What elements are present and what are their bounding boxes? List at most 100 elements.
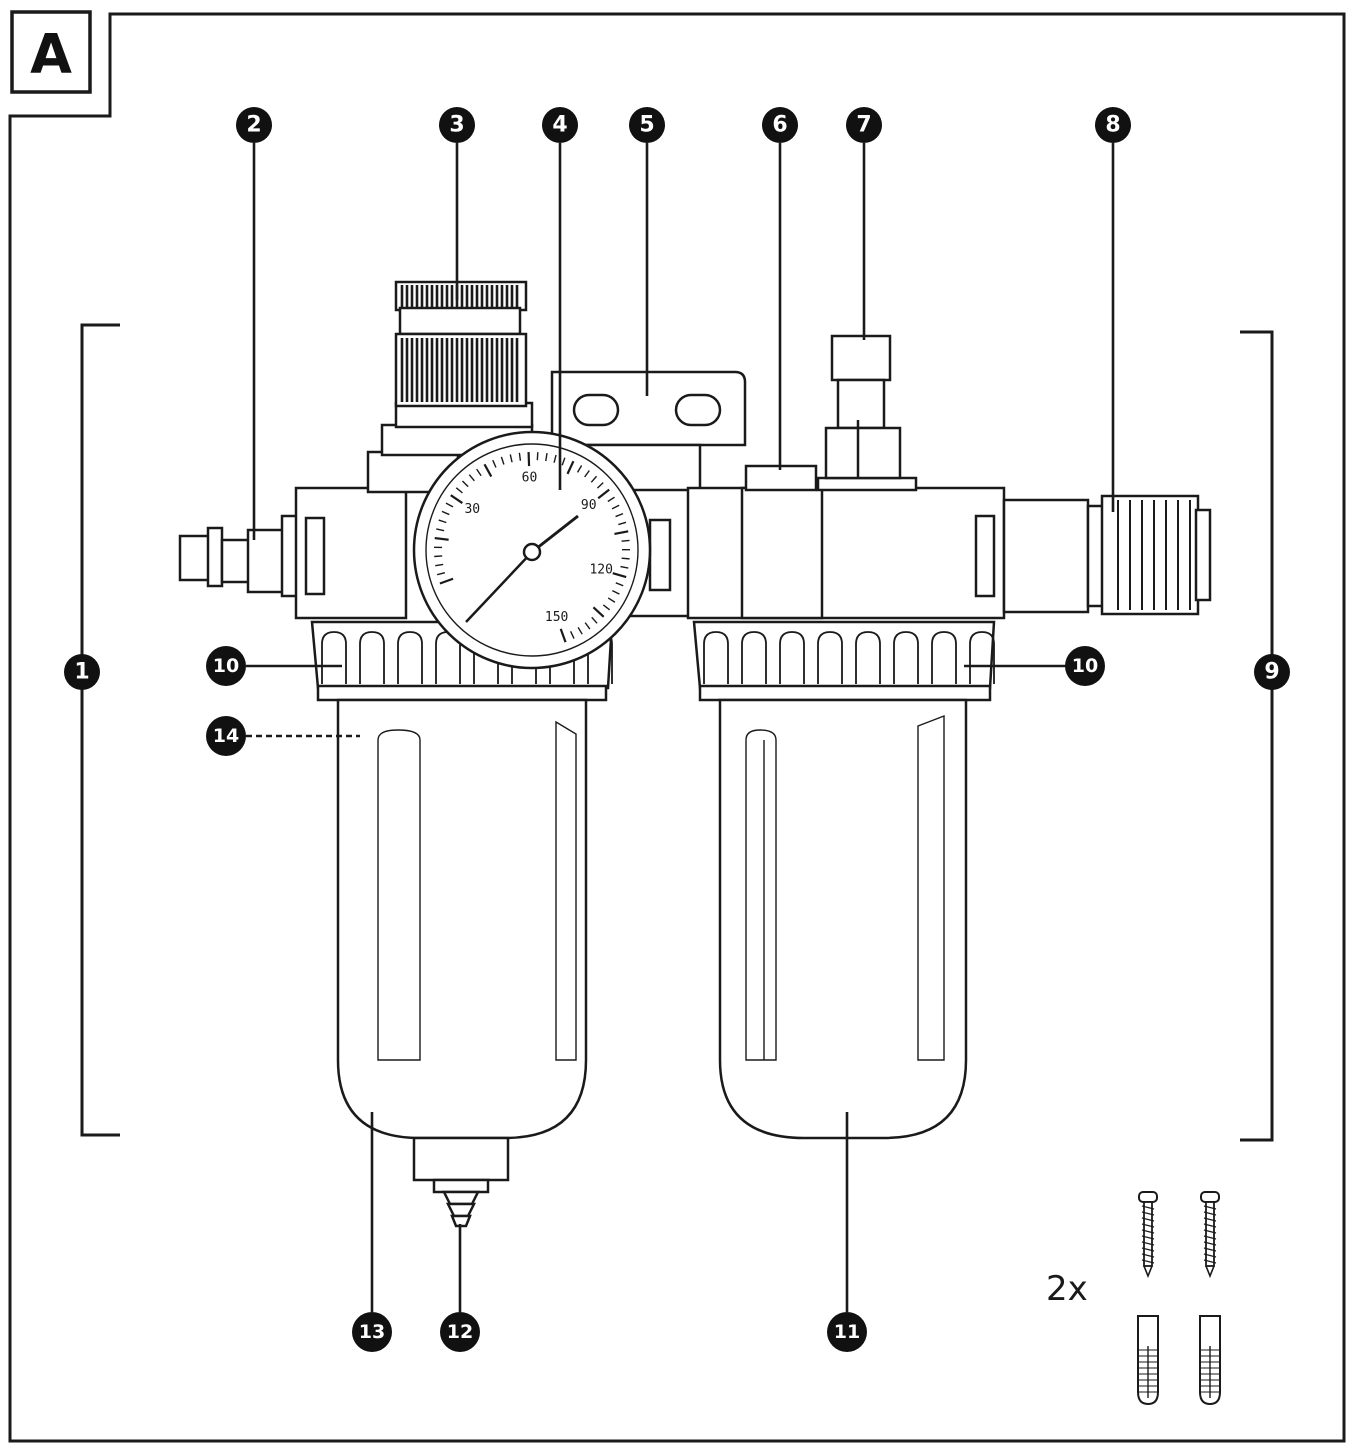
callout-14: 14 (206, 716, 246, 756)
gauge-tick (500, 456, 505, 465)
screw-thread (1141, 1253, 1155, 1258)
ring-rib (969, 631, 995, 684)
screw-thread (1141, 1211, 1155, 1216)
screw-thread (1141, 1235, 1155, 1240)
gauge-tick (621, 557, 630, 560)
ring-rib (703, 631, 729, 684)
callout-8: 8 (1095, 107, 1131, 143)
gauge-tick (436, 572, 446, 576)
figure-label-box (10, 10, 92, 94)
screw-tip (1205, 1265, 1215, 1279)
gauge-tick (584, 470, 590, 478)
leader-lines (246, 143, 1115, 1312)
gauge-tick (492, 459, 497, 468)
svg-text:14: 14 (213, 725, 239, 747)
gauge-tick (450, 494, 463, 504)
gauge-tick (559, 628, 567, 643)
callout-6: 6 (762, 107, 798, 143)
screw-thread (1203, 1253, 1217, 1258)
screw-thread (1141, 1205, 1155, 1210)
screw-head (1138, 1191, 1158, 1203)
gauge-tick (468, 474, 475, 482)
gauge-tick (436, 528, 445, 532)
filter-bowl-left (336, 698, 588, 1140)
gauge-scale-label: 30 (464, 502, 480, 517)
svg-text:10: 10 (1072, 655, 1098, 677)
oil-bowl-right (718, 698, 968, 1140)
svg-text:6: 6 (772, 113, 787, 138)
gauge-tick (545, 453, 548, 462)
quantity-label: 2x (1046, 1269, 1088, 1309)
callout-11: 11 (827, 1312, 867, 1352)
ring-rib (855, 631, 881, 684)
screw-thread (1203, 1241, 1217, 1246)
gauge-tick (618, 521, 627, 526)
svg-text:4: 4 (552, 113, 567, 138)
screw-thread (1203, 1205, 1217, 1210)
gauge-tick (614, 530, 629, 536)
screw-thread (1203, 1223, 1217, 1228)
gauge-tick (597, 488, 610, 500)
gauge-tick (612, 572, 627, 579)
gauge-tick (596, 482, 604, 489)
gauge-scale-label: 90 (581, 498, 597, 513)
adjustment-knob (394, 280, 528, 408)
callout-2: 2 (236, 107, 272, 143)
callout-9: 9 (1254, 654, 1290, 690)
screw-thread (1141, 1217, 1155, 1222)
svg-text:1: 1 (74, 660, 89, 685)
gauge-tick (615, 512, 624, 518)
svg-text:8: 8 (1105, 113, 1120, 138)
gauge-tick (611, 504, 620, 510)
gauge-tick (518, 452, 522, 461)
svg-text:11: 11 (834, 1321, 860, 1343)
callout-7: 7 (846, 107, 882, 143)
gauge-tick (577, 626, 583, 635)
gauge-tick (461, 480, 469, 488)
gauge-tick (439, 577, 454, 585)
gauge-scale-label: 150 (545, 610, 568, 625)
gauge-tick (561, 457, 566, 466)
screw-thread (1141, 1241, 1155, 1246)
ring-rib (397, 631, 423, 684)
svg-text:10: 10 (213, 655, 239, 677)
callout-10-left: 10 (206, 646, 246, 686)
oil-adjust-screw (824, 334, 902, 480)
svg-text:12: 12 (447, 1321, 473, 1343)
bracket-right (1240, 330, 1274, 1142)
ring-rib (321, 631, 347, 684)
gauge-tick (584, 622, 591, 630)
screw-tip (1143, 1265, 1153, 1279)
screw-thread (1141, 1223, 1155, 1228)
callout-12: 12 (440, 1312, 480, 1352)
gauge-tick (455, 487, 463, 494)
svg-text:5: 5 (639, 113, 654, 138)
screw-thread (1203, 1217, 1217, 1222)
lubricator-body (686, 464, 1006, 620)
ring-rib (359, 631, 385, 684)
gauge-tick (434, 555, 443, 558)
callout-3: 3 (439, 107, 475, 143)
gauge-tick (566, 460, 575, 475)
screw-thread (1141, 1229, 1155, 1234)
svg-text:13: 13 (359, 1321, 385, 1343)
screw-thread (1203, 1229, 1217, 1234)
gauge-tick (607, 597, 616, 603)
fixing-screws (1138, 1191, 1220, 1279)
gauge-tick (438, 519, 447, 524)
screw-thread (1203, 1247, 1217, 1252)
drain-valve (412, 1136, 510, 1228)
ring-rib (779, 631, 805, 684)
gauge-tick (483, 463, 493, 478)
gauge-tick (476, 468, 482, 477)
outlet-coupler (1002, 494, 1212, 616)
callout-1: 1 (64, 654, 100, 690)
gauge-tick (592, 606, 605, 618)
callout-13: 13 (352, 1312, 392, 1352)
gauge-tick (591, 616, 598, 624)
gauge-tick (607, 496, 615, 503)
gauge-tick (441, 510, 450, 516)
gauge-tick (553, 454, 557, 463)
